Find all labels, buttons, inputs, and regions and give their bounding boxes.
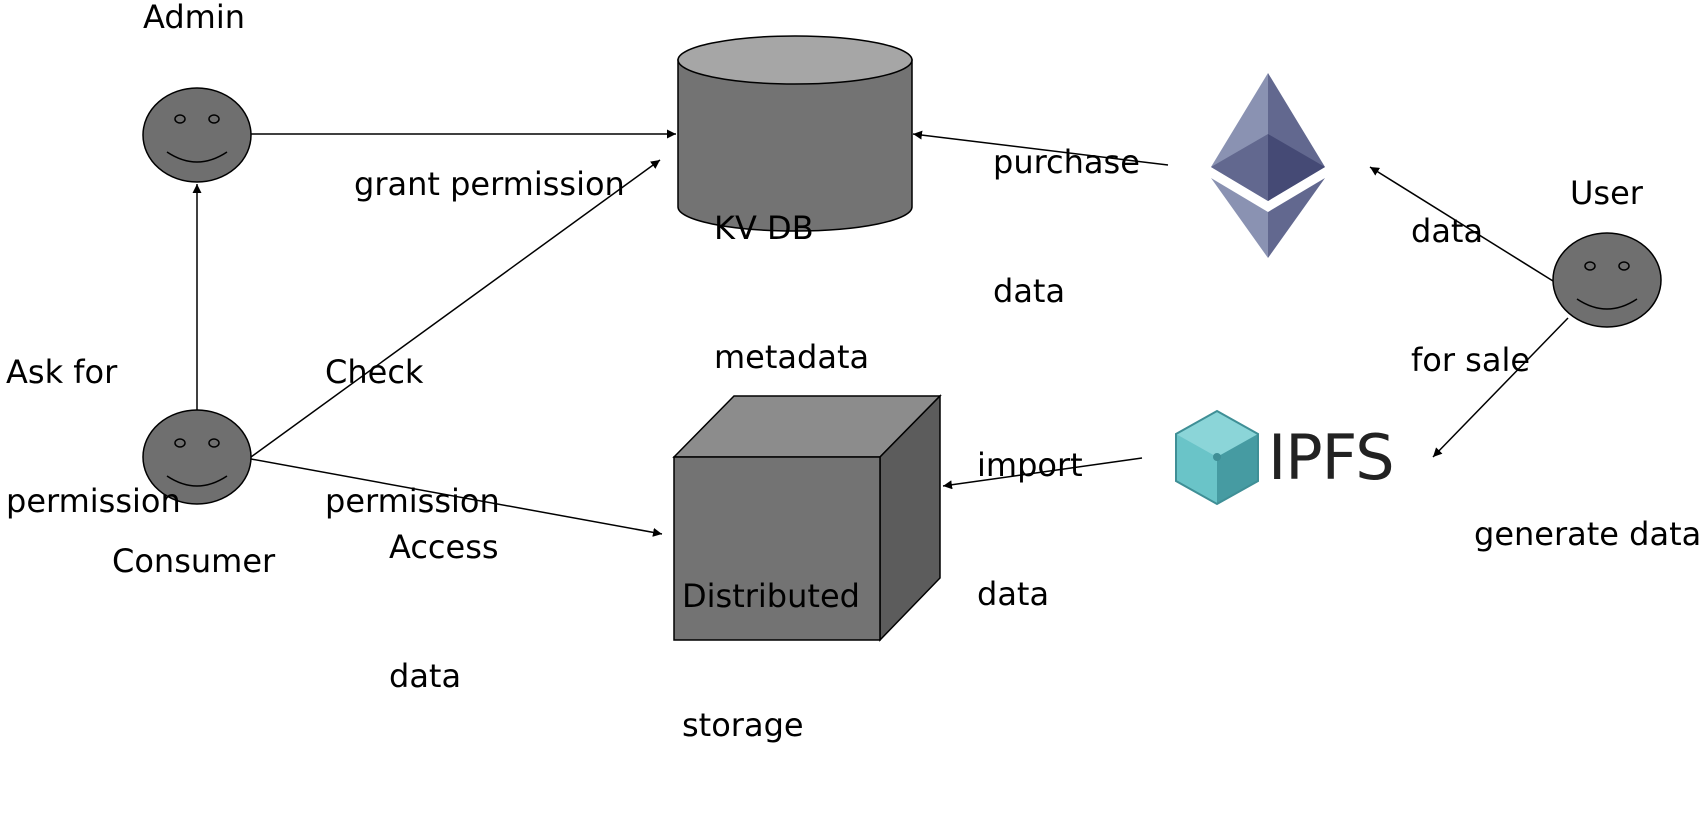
check-permission-label-line-2: permission	[325, 482, 500, 520]
ask-for-permission-label: Ask for permission	[6, 265, 181, 609]
kv-db-label: KV DB metadata	[714, 121, 869, 465]
admin-label: Admin	[143, 0, 245, 36]
purchase-data-label-line-2: data	[993, 272, 1066, 310]
architecture-diagram: Admin Consumer User KV DB metadata Distr…	[6, 0, 1701, 744]
arrow-access-data	[250, 458, 663, 537]
kv-db-cylinder	[677, 35, 913, 232]
generate-data-label: generate data	[1474, 427, 1701, 642]
grant-permission-label: grant permission	[354, 77, 625, 292]
generate-data-label-line-1: generate data	[1474, 515, 1702, 553]
data-for-sale-label: data for sale	[1411, 124, 1530, 468]
arrow-data-for-sale	[1369, 166, 1554, 282]
kv-db-label-line-2: metadata	[714, 338, 870, 376]
import-data-label-line-1: import	[977, 446, 1083, 484]
data-for-sale-label-line-1: data	[1411, 212, 1484, 250]
admin-smiley-icon	[142, 87, 252, 183]
access-data-label-line-2: data	[389, 657, 462, 695]
distributed-storage-label-line-1: Distributed	[682, 577, 860, 615]
arrow-generate-data	[1432, 317, 1569, 458]
kv-db-label-line-1: KV DB	[714, 209, 814, 247]
data-for-sale-label-line-2: for sale	[1411, 341, 1531, 379]
distributed-storage-label: Distributed storage	[682, 489, 860, 833]
arrow-purchase-data	[912, 130, 1169, 166]
distributed-storage-cube	[672, 394, 942, 642]
purchase-data-label-line-1: purchase	[993, 143, 1140, 181]
purchase-data-label: purchase data	[993, 55, 1140, 399]
import-data-label-line-2: data	[977, 575, 1050, 613]
consumer-smiley-icon	[142, 409, 252, 505]
ipfs-logo-icon	[1175, 409, 1259, 506]
arrow-import-data	[942, 457, 1143, 490]
ask-for-permission-label-line-2: permission	[6, 482, 181, 520]
distributed-storage-label-line-2: storage	[682, 706, 804, 744]
ipfs-wordmark: IPFS	[1268, 421, 1395, 494]
consumer-label: Consumer	[112, 542, 276, 580]
check-permission-label: Check permission	[325, 265, 500, 609]
import-data-label: import data	[977, 358, 1083, 702]
check-permission-label-line-1: Check	[325, 353, 424, 391]
access-data-label-line-1: Access	[389, 528, 499, 566]
ask-for-permission-label-line-1: Ask for	[6, 353, 118, 391]
ethereum-logo-icon	[1211, 73, 1325, 258]
user-smiley-icon	[1552, 232, 1662, 328]
access-data-label: Access data	[389, 440, 499, 784]
user-label: User	[1570, 174, 1643, 212]
diagram-canvas	[142, 35, 1662, 642]
grant-permission-label-line-1: grant permission	[354, 165, 625, 203]
arrow-check-permission	[250, 159, 661, 458]
